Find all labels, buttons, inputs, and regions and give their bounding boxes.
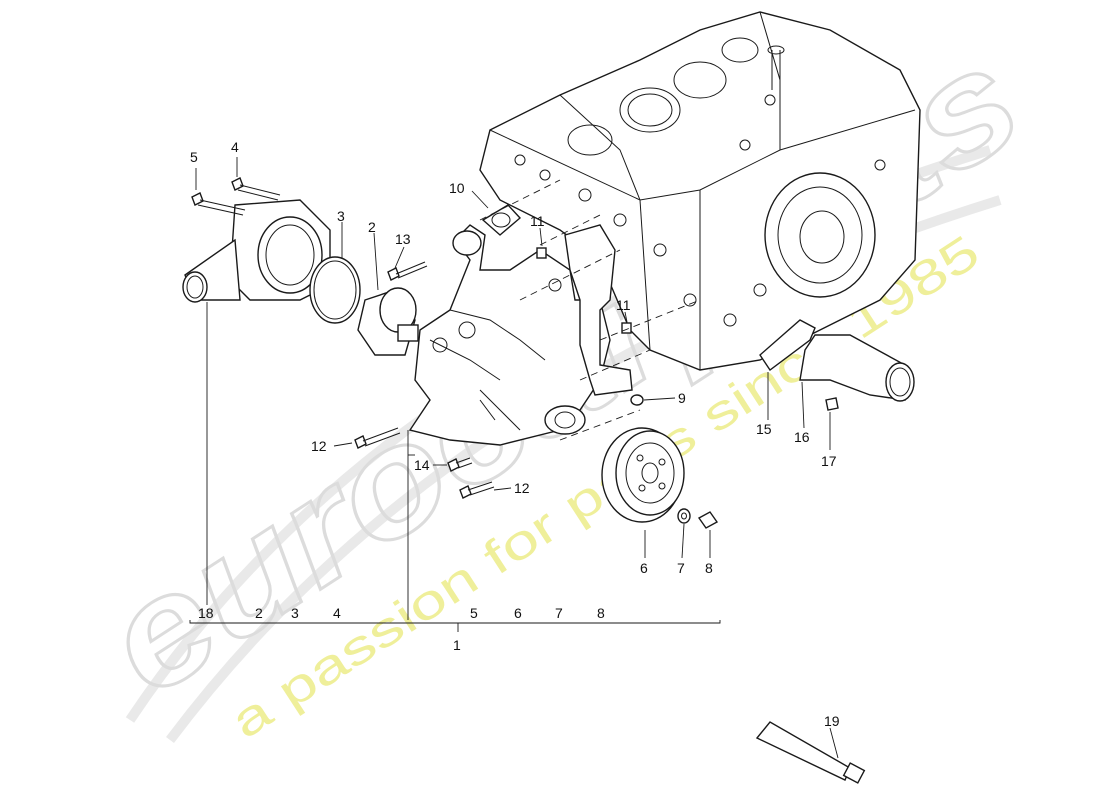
callouts: 5 4 3 2 13 10 11 11 9 12 14 12 6 7 8 15 …: [190, 139, 840, 729]
callout-19: 19: [824, 713, 840, 729]
callout-11-lower: 11: [616, 297, 631, 313]
bracket-label: 18: [198, 605, 214, 621]
leader-lines: [189, 157, 839, 759]
callout-3: 3: [337, 208, 345, 224]
part-9-ring: [630, 394, 644, 406]
callout-12-lower: 12: [514, 480, 530, 496]
part-7-washer: [677, 508, 691, 524]
part-5-bolt: [191, 192, 246, 216]
callout-15: 15: [756, 421, 772, 437]
callout-7: 7: [677, 560, 685, 576]
pump-gasket: [564, 224, 633, 396]
callout-11-upper: 11: [530, 213, 545, 229]
part-17-bolt: [825, 397, 839, 411]
part-19-tube: [755, 721, 866, 784]
part-11-dowel-upper: [536, 247, 547, 259]
bracket-label: 7: [555, 605, 563, 621]
callout-10: 10: [449, 180, 465, 196]
part-3-o-ring: [309, 256, 361, 324]
callout-14: 14: [414, 457, 430, 473]
bracket-label: 5: [470, 605, 478, 621]
callout-4: 4: [231, 139, 239, 155]
part-6-pulley: [601, 427, 685, 523]
part-4-bolt: [231, 177, 281, 201]
bracket-label: 6: [514, 605, 522, 621]
callout-12-upper: 12: [311, 438, 327, 454]
part-15-gasket: [759, 319, 816, 372]
part-18-housing: [182, 199, 331, 303]
water-pump-body: [408, 224, 611, 446]
bracket-label: 4: [333, 605, 341, 621]
part-13-bolt: [387, 261, 428, 281]
bracket-label: 3: [291, 605, 299, 621]
engine-block: [479, 11, 921, 371]
callout-17: 17: [821, 453, 837, 469]
callout-6: 6: [640, 560, 648, 576]
callout-9: 9: [678, 390, 686, 406]
callout-2: 2: [368, 219, 376, 235]
part-14-bolt: [447, 457, 473, 472]
part-10-gasket: [481, 204, 522, 236]
part-2-thermostat: [357, 287, 419, 356]
callout-1: 1: [453, 637, 461, 653]
bracket-label: 8: [597, 605, 605, 621]
part-8-bolt: [697, 511, 719, 529]
callout-13: 13: [395, 231, 411, 247]
part-12-bolt-lower: [459, 481, 495, 499]
assembly-lines: [479, 179, 701, 441]
part-16-outlet: [799, 334, 915, 402]
callout-16: 16: [794, 429, 810, 445]
bracket-labels: 18 2 3 4 5 6 7 8: [198, 605, 605, 621]
bracket-label: 2: [255, 605, 263, 621]
part-11-dowel-lower: [621, 322, 632, 334]
callout-8: 8: [705, 560, 713, 576]
part-12-bolt-upper: [354, 427, 401, 449]
callout-5: 5: [190, 149, 198, 165]
